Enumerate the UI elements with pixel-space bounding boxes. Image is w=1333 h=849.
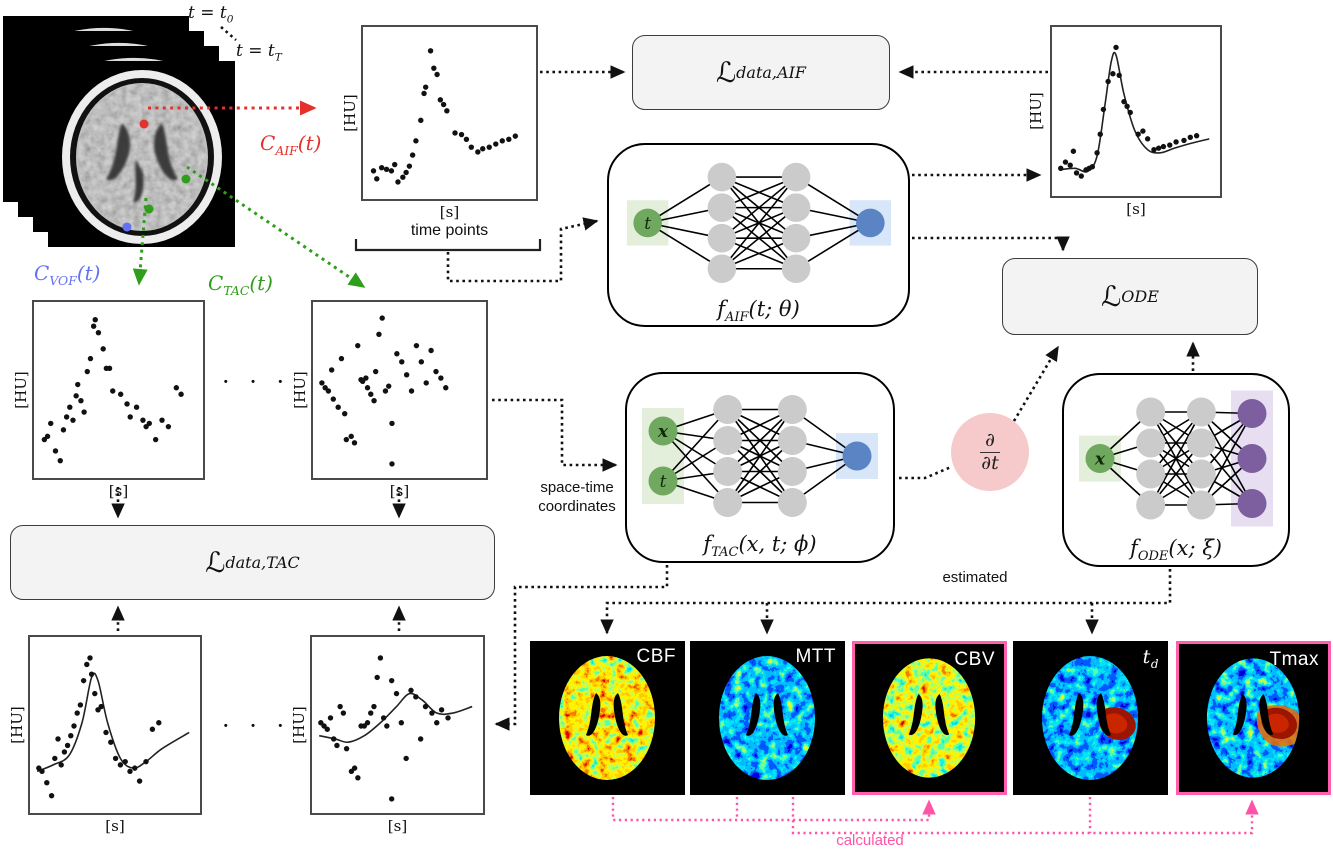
y-axis-label: [HU] (291, 371, 309, 409)
x-axis-label: [s] (439, 203, 460, 221)
tac-fit-plot-1 (28, 635, 202, 815)
faif-network-diagram: t (626, 162, 891, 284)
vof-voxel-dot (122, 222, 132, 232)
fode-network-box: x fODE(x; ξ) (1062, 373, 1290, 567)
ct-image-stack (3, 16, 235, 247)
ftac-network-diagram: xt (642, 395, 878, 517)
tac-voxel-dot-1 (181, 174, 191, 184)
svg-text:t: t (660, 472, 667, 492)
ellipsis-dots: · · · (222, 368, 291, 396)
map-td: td (1013, 641, 1168, 795)
fode-network-diagram: x (1079, 390, 1273, 527)
estimated-label: estimated (942, 569, 1008, 586)
tac-fit-plot-2 (310, 635, 485, 815)
y-axis-label: [HU] (290, 706, 308, 744)
y-axis-label: [HU] (8, 706, 26, 744)
y-axis-label: [HU] (12, 371, 30, 409)
label-t0: t = t0 (188, 3, 234, 26)
y-axis-label: [HU] (341, 94, 359, 132)
map-tmax-label: Tmax (1269, 649, 1319, 670)
svg-text:t: t (644, 213, 651, 233)
ellipsis-dots: · · · (222, 712, 291, 740)
label-tT: t = tT (236, 41, 282, 64)
map-mtt-label: MTT (795, 646, 836, 667)
x-axis-label: [s] (1126, 200, 1146, 218)
svg-text:x: x (1094, 450, 1106, 470)
y-axis-label: [HU] (1027, 92, 1045, 130)
map-mtt: MTT (690, 641, 845, 795)
map-cbf: CBF (530, 641, 685, 795)
aif-voxel-dot (139, 119, 149, 129)
caif-label: CAIF(t) (260, 131, 322, 158)
map-tmax: Tmax (1176, 641, 1331, 795)
time-points-label: time points (410, 222, 489, 239)
tac-voxel-dot-2 (144, 204, 154, 214)
ftac-label: fTAC(x, t; ϕ) (703, 532, 817, 561)
faif-network-box: t fAIF(t; θ) (607, 143, 910, 327)
ctac-label: CTAC(t) (208, 271, 273, 298)
aif-fit-plot (1050, 25, 1222, 198)
tac-plot-2 (311, 300, 488, 480)
map-td-label: td (1142, 646, 1159, 671)
map-cbv: CBV (852, 641, 1007, 795)
time-points-bracket (354, 239, 542, 252)
x-axis-label: [s] (389, 482, 410, 500)
x-axis-label: [s] (108, 482, 129, 500)
partial-derivative-operator: ∂ ∂t (951, 413, 1029, 491)
cvof-label: CVOF(t) (34, 261, 101, 288)
fode-label: fODE(x; ξ) (1130, 536, 1222, 565)
ct-slice-front (48, 61, 235, 247)
svg-text:x: x (657, 422, 669, 442)
faif-label: fAIF(t; θ) (717, 296, 800, 325)
tac-plot-1 (32, 300, 205, 480)
x-axis-label: [s] (105, 817, 125, 835)
map-cbv-label: CBV (954, 649, 995, 670)
aif-data-plot (361, 25, 538, 201)
calculated-label: calculated (836, 832, 904, 849)
x-axis-label: [s] (387, 817, 408, 835)
map-cbf-label: CBF (636, 646, 676, 667)
